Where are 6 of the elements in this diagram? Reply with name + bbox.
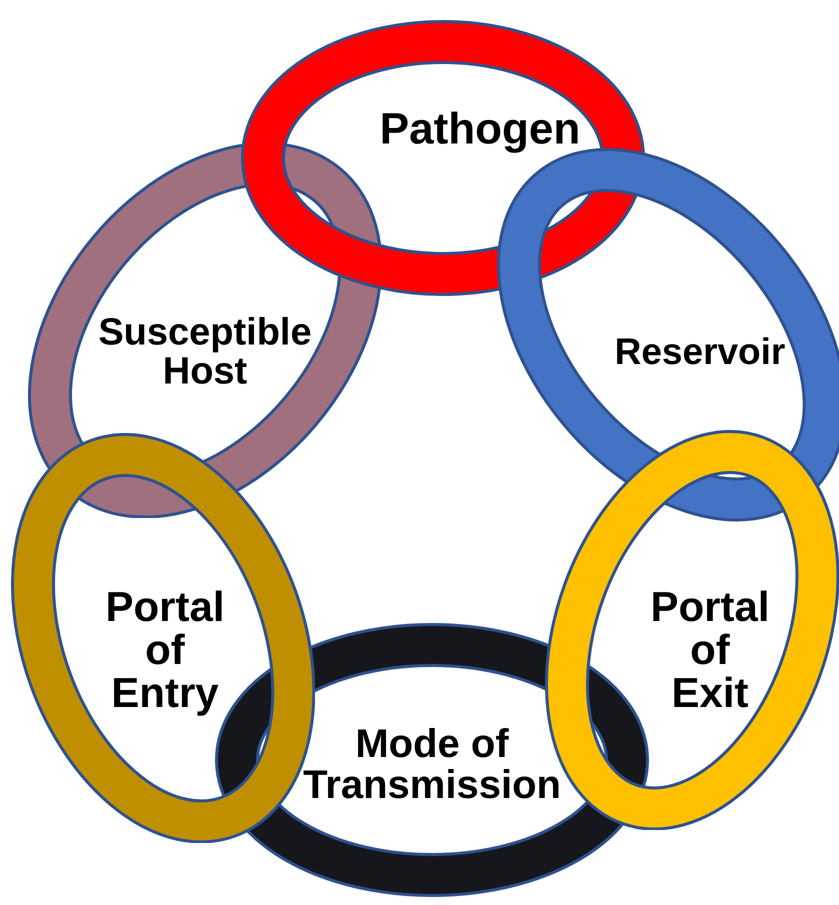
- ring-label: Portal of Entry: [105, 586, 224, 714]
- ring-label: Reservoir: [614, 333, 786, 371]
- ring-label: Portal of Exit: [650, 586, 770, 714]
- ring-label: Mode of Transmission: [303, 724, 561, 806]
- ring-label: Pathogen: [380, 108, 580, 152]
- ring-label: Susceptible Host: [98, 313, 312, 391]
